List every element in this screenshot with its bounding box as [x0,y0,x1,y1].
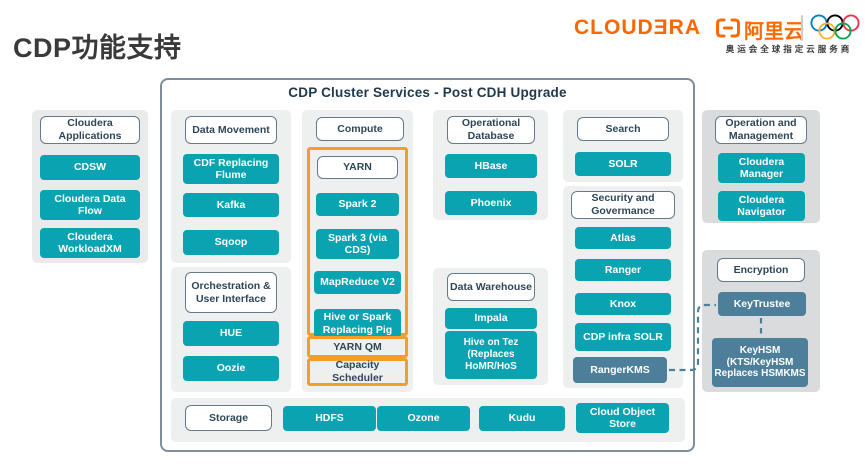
service-spark3: Spark 3 (via CDS) [316,229,399,259]
cloudera-logo: CLOUDƎRA [574,16,701,39]
service-yarn-qm: YARN QM [307,336,408,358]
service-yarn: YARN [317,156,398,179]
service-solr: SOLR [575,152,671,176]
service-cloud-object-store: Cloud Object Store [576,403,669,433]
olympic-tagline: 奥运会全球指定云服务商 [725,44,853,54]
diagram-title: CDP Cluster Services - Post CDH Upgrade [288,85,567,100]
service-mapreduce-v2: MapReduce V2 [314,271,401,294]
service-knox: Knox [575,293,671,315]
service-oozie: Oozie [183,356,279,381]
alicloud-bracket-icon [714,17,742,39]
service-impala: Impala [445,308,537,329]
service-cdsw: CDSW [40,155,140,180]
service-rangerkms: RangerKMS [573,357,667,383]
service-cloudera-workloadxm: Cloudera WorkloadXM [40,228,140,258]
header-compute: Compute [316,117,404,141]
header-operation-management: Operation and Management [715,116,807,144]
service-keytrustee: KeyTrustee [718,292,806,316]
header-operational-database: Operational Database [447,116,535,144]
alicloud-logo: 阿里云 [744,21,804,43]
service-cloudera-navigator: Cloudera Navigator [718,191,805,221]
service-hbase: HBase [445,154,537,178]
service-kudu: Kudu [479,406,565,431]
header-search: Search [577,117,669,141]
header-data-movement: Data Movement [185,116,277,144]
olympic-rings-icon [809,12,862,43]
service-hive-on-tez: Hive on Tez (Replaces HoMR/HoS [445,331,537,379]
service-cdf-replacing-flume: CDF Replacing Flume [183,154,279,184]
service-hdfs: HDFS [283,406,376,431]
service-ranger: Ranger [575,259,671,281]
service-cloudera-data-flow: Cloudera Data Flow [40,190,140,220]
header-security-governance: Security and Govermance [571,191,675,219]
service-capacity-scheduler: Capacity Scheduler [307,358,408,386]
header-storage: Storage [185,405,272,431]
service-cdp-infra-solr: CDP infra SOLR [575,323,671,351]
header-encryption: Encryption [717,258,805,282]
service-keyhsm: KeyHSM (KTS/KeyHSM Replaces HSMKMS [712,338,808,387]
service-ozone: Ozone [377,406,470,431]
brand-divider [801,15,803,41]
service-sqoop: Sqoop [183,230,279,255]
page-title: CDP功能支持 [13,33,182,63]
service-hue: HUE [183,321,279,346]
service-hive-or-spark-replacing-pig: Hive or Spark Replacing Pig [314,309,401,338]
service-kafka: Kafka [183,193,279,217]
service-atlas: Atlas [575,227,671,249]
service-cloudera-manager: Cloudera Manager [718,153,805,183]
panel-security-governance [563,186,683,388]
header-orchestration: Orchestration & User Interface [185,272,277,313]
service-spark2: Spark 2 [316,193,399,216]
service-phoenix: Phoenix [445,191,537,215]
header-cloudera-applications: Cloudera Applications [40,116,140,144]
header-data-warehouse: Data Warehouse [447,273,535,301]
